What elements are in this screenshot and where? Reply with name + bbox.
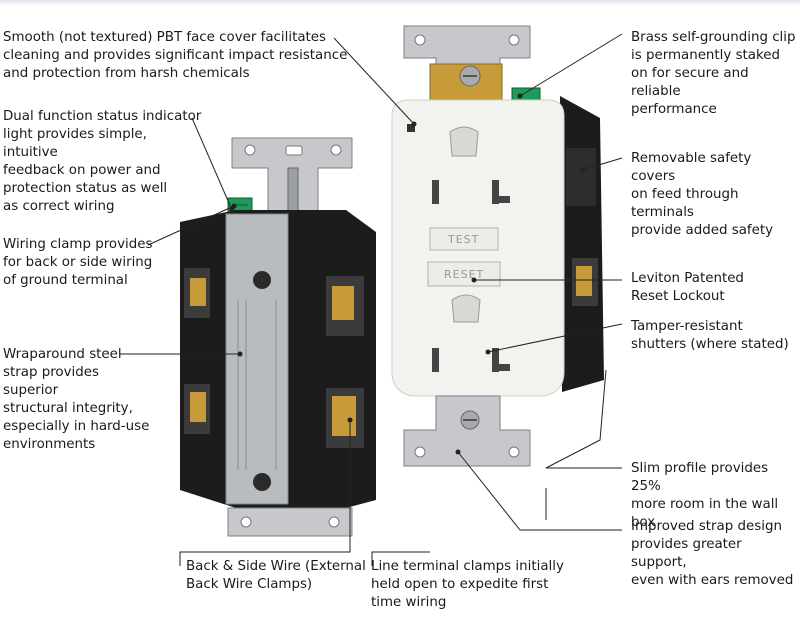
reset-lockout-callout: Leviton Patented Reset Lockout [631, 271, 744, 304]
line-terminal-callout: Line terminal clamps initially held open… [371, 559, 564, 610]
front-receptacle [391, 25, 604, 467]
reset-button-label: RESET [444, 268, 485, 281]
test-button-label: TEST [448, 233, 480, 246]
top-gradient-band [0, 0, 800, 6]
safety-covers-callout: Removable safety covers on feed through … [631, 151, 774, 238]
face-cover-callout: Smooth (not textured) PBT face cover fac… [3, 30, 348, 81]
leader-lines [120, 33, 623, 566]
wiring-clamp-callout: Wiring clamp provides for back or side w… [3, 237, 153, 288]
status-indicator-callout: Dual function status indicator light pro… [3, 109, 202, 214]
rear-receptacle [180, 137, 376, 537]
slim-profile-callout: Slim profile provides 25% more room in t… [631, 461, 779, 530]
tamper-resistant-callout: Tamper-resistant shutters (where stated) [631, 319, 789, 352]
back-side-wire-callout: Back & Side Wire (External Back Wire Cla… [186, 559, 366, 592]
brass-clip-callout: Brass self-grounding clip is permanently… [631, 30, 796, 117]
strap-design-callout: Improved strap design provides greater s… [631, 519, 794, 588]
wraparound-strap-callout: Wraparound steel strap provides superior… [3, 347, 150, 452]
